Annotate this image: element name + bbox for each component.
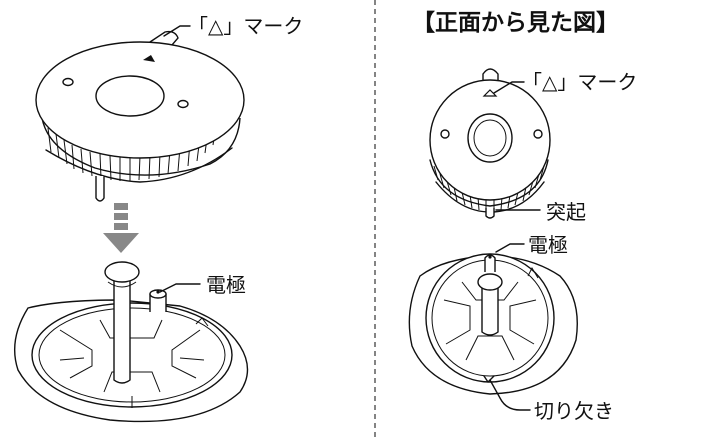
notch-leader [489,379,531,411]
triangle-mark-icon [143,55,155,62]
protrusion-label: 突起 [546,200,586,224]
right-electrode-label: 電極 [528,233,568,257]
notch-label: 切り欠き [534,399,614,423]
right-triangle-mark-icon [482,89,498,97]
crown-teeth [45,111,233,183]
left-electrode-label: 電極 [206,273,246,297]
down-arrow-icon [103,203,139,253]
right-mark-label: 「△」マーク [522,70,637,94]
right-burner-cap [429,68,551,219]
right-mark-leader [493,81,525,94]
left-burner-cap [35,30,245,202]
left-electrode-leader [159,283,201,293]
left-burner-base [13,261,249,423]
right-electrode-leader [495,243,525,253]
left-mark-leader [163,25,191,37]
right-burner-base [408,253,578,395]
right-title: 【正面から見た図】 [412,10,619,36]
left-mark-label: 「△」マーク [188,14,303,38]
